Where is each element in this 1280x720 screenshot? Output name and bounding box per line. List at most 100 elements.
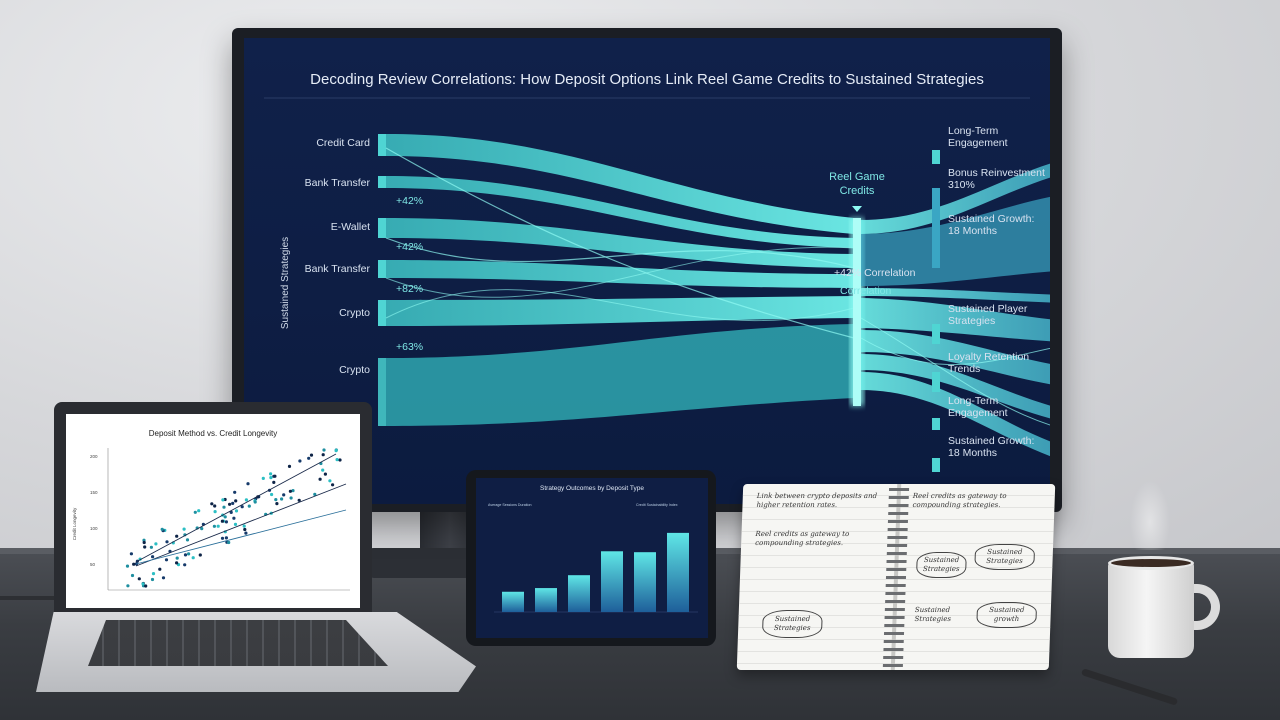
scatter-dot [200,527,204,531]
source-bars [378,134,386,426]
flow-band [861,163,1050,234]
note-bubble: Sustained Strategies [974,544,1036,570]
monitor-screen: Decoding Review Correlations: How Deposi… [244,38,1050,504]
target-label: Trends [948,363,980,375]
laptop-y-tick: 50 [90,562,96,567]
laptop-y-tick: 200 [90,454,98,459]
flow-thread [860,337,1050,366]
target-label: Engagement [948,407,1008,419]
target-bar [932,150,940,164]
scatter-dot [142,540,146,545]
flow-thread [385,246,855,298]
note-bubble: Sustained growth [976,602,1038,628]
left-flows [385,134,855,426]
scatter-dot [213,510,217,514]
laptop-trend-line [135,453,337,563]
notebook: Link between crypto deposits and higher … [736,484,1056,670]
target-labels: Long-Term Engagement Bonus Reinvestment … [834,125,1045,459]
scatter-dot [331,483,335,487]
tablet-header-label: Average Sessions Duration [488,503,531,507]
scatter-dot [198,553,202,557]
scatter-dot [129,552,133,556]
tablet-bar [535,588,557,612]
target-bar [932,324,940,344]
tablet-chart-title: Strategy Outcomes by Deposit Type [540,485,644,492]
scatter-dot [143,545,147,549]
mug-coffee-surface [1108,556,1194,570]
flow-band [861,330,1050,385]
chart-title: Decoding Review Correlations: How Deposi… [310,71,984,88]
source-percent: +42% [396,195,423,207]
flow-band [386,134,854,234]
note-text: Link between crypto deposits and higher … [756,492,878,509]
flow-band [861,288,1050,303]
source-label: Crypto [339,364,370,376]
scatter-dot [313,492,317,496]
source-label: E-Wallet [331,221,370,233]
scatter-dot [154,542,158,546]
source-percent: +63% [396,341,423,353]
scatter-dot [328,479,332,483]
scatter-dot [144,584,148,588]
hub-label-1: Reel Game [829,171,885,183]
scatter-dot [270,492,274,497]
source-bar [378,260,386,278]
scatter-dot [126,584,130,588]
laptop-y-label: Credit Longevity [72,507,77,540]
scatter-dot [242,524,246,528]
flow-thread [385,147,855,339]
right-flows [860,163,1050,457]
scatter-dot [224,520,228,524]
laptop-scatter-points [125,448,342,588]
laptop-trend-line [135,483,347,567]
tablet-bar [667,532,689,612]
scatter-dot [151,572,156,576]
scatter-dot [229,510,233,514]
scatter-dot [175,534,179,538]
scatter-dot [197,509,201,513]
scatter-dot [191,556,195,560]
flow-band [386,176,854,248]
flow-thread [860,317,1050,426]
scatter-dot [222,505,226,509]
source-label: Bank Transfer [305,263,371,275]
scatter-dot [175,556,179,560]
scatter-dot [223,515,227,519]
mug-handle [1182,584,1220,630]
note-text: Reel credits as gateway to compounding s… [912,492,1007,509]
target-bar [932,188,940,268]
target-label: 18 Months [948,447,997,459]
scatter-dot [253,500,257,504]
scatter-dot [224,536,228,540]
target-bar [932,418,940,430]
scatter-dot [213,504,217,508]
scatter-dot [287,464,292,468]
scatter-dot [244,531,248,535]
note-text: Reel credits as gateway to compounding s… [755,530,850,547]
scatter-dot [274,498,278,502]
target-label: Strategies [948,315,995,327]
target-label: Sustained Player [948,303,1028,315]
note-text: Sustained Strategies [914,606,952,623]
scatter-dot [137,577,141,581]
flow-band [861,298,1050,342]
scatter-dot [334,449,338,453]
scatter-dot [323,472,327,476]
scatter-dot [132,562,136,566]
scatter-dot [321,453,325,457]
scatter-dot [125,564,130,568]
scatter-dot [228,502,232,506]
scatter-dot [175,561,179,565]
flow-band [386,260,854,288]
target-bar [932,458,940,472]
target-label: Long-Term [948,395,998,407]
scatter-dot [244,498,248,502]
scatter-dot [291,489,295,493]
scatter-dot [269,472,273,476]
scatter-dot [275,502,279,506]
source-percent: +42% [396,241,423,253]
scatter-dot [232,516,236,520]
scatter-dot [185,538,190,542]
laptop-chart-title: Deposit Method vs. Credit Longevity [149,429,278,438]
hub-correlation-label: Correlation [840,285,892,297]
